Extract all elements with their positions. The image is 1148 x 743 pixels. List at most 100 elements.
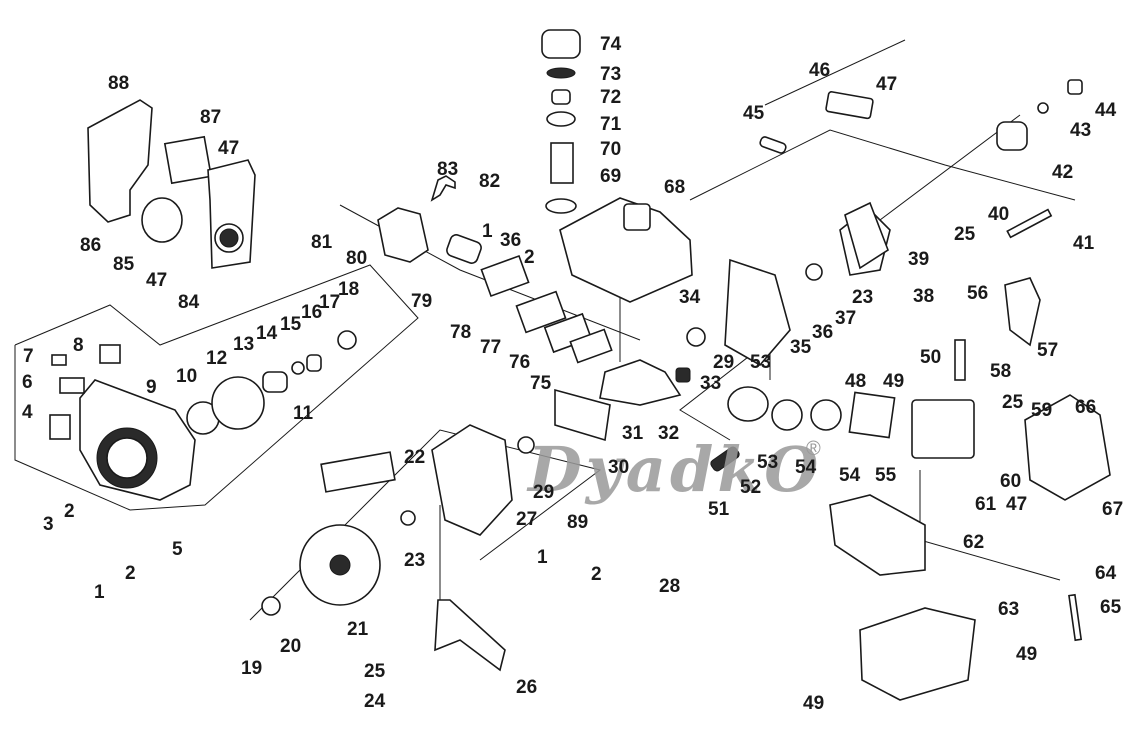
part-callout-78: 78 (450, 322, 472, 343)
part-callout-25: 25 (954, 224, 976, 245)
part-callout-4: 4 (22, 402, 33, 423)
part-callout-21: 21 (347, 619, 369, 640)
lever-assembly (759, 79, 1083, 270)
part-callout-42: 42 (1052, 162, 1074, 183)
part-callout-29: 29 (533, 482, 555, 503)
part-callout-88: 88 (108, 73, 130, 94)
part-callout-75: 75 (530, 373, 552, 394)
part-callout-12: 12 (206, 348, 228, 369)
part-callout-2: 2 (591, 564, 602, 585)
part-callout-22: 22 (404, 447, 426, 468)
part-callout-13: 13 (233, 334, 255, 355)
part-callout-40: 40 (988, 204, 1010, 225)
part-callout-79: 79 (411, 291, 433, 312)
part-callout-80: 80 (346, 248, 368, 269)
part-callout-82: 82 (479, 171, 501, 192)
part-callout-15: 15 (280, 314, 302, 335)
part-callout-53: 53 (750, 352, 772, 373)
part-callout-29: 29 (713, 352, 735, 373)
air-filter-assembly (87, 99, 256, 269)
part-callout-8: 8 (73, 335, 84, 356)
part-callout-5: 5 (172, 539, 183, 560)
part-callout-24: 24 (364, 691, 386, 712)
part-callout-47: 47 (146, 270, 168, 291)
part-callout-54: 54 (795, 457, 817, 478)
part-callout-63: 63 (998, 599, 1020, 620)
part-callout-56: 56 (967, 283, 989, 304)
part-callout-64: 64 (1095, 563, 1117, 584)
part-callout-68: 68 (664, 177, 686, 198)
part-callout-19: 19 (241, 658, 263, 679)
part-callout-31: 31 (622, 423, 644, 444)
part-callout-69: 69 (600, 166, 622, 187)
part-callout-11: 11 (293, 403, 314, 424)
cylinder-assembly (710, 277, 1111, 501)
part-callout-71: 71 (600, 114, 622, 135)
part-callout-59: 59 (1031, 400, 1053, 421)
part-callout-39: 39 (908, 249, 930, 270)
part-callout-70: 70 (600, 139, 622, 160)
part-callout-17: 17 (319, 292, 341, 313)
part-callout-18: 18 (338, 279, 360, 300)
part-callout-74: 74 (600, 34, 622, 55)
part-callout-48: 48 (845, 371, 867, 392)
part-callout-66: 66 (1075, 397, 1097, 418)
part-callout-58: 58 (990, 361, 1012, 382)
part-callout-9: 9 (146, 377, 157, 398)
part-callout-25: 25 (1002, 392, 1024, 413)
part-callout-23: 23 (852, 287, 874, 308)
part-callout-53: 53 (757, 452, 779, 473)
part-callout-77: 77 (480, 337, 502, 358)
part-callout-76: 76 (509, 352, 531, 373)
part-callout-25: 25 (364, 661, 386, 682)
part-callout-10: 10 (176, 366, 198, 387)
recoil-starter-assembly (49, 330, 357, 501)
part-callout-36: 36 (812, 322, 834, 343)
part-callout-47: 47 (876, 74, 898, 95)
part-callout-30: 30 (608, 457, 630, 478)
part-callout-84: 84 (178, 292, 200, 313)
part-callout-50: 50 (920, 347, 942, 368)
part-callout-67: 67 (1102, 499, 1124, 520)
part-callout-62: 62 (963, 532, 985, 553)
part-callout-37: 37 (835, 308, 857, 329)
part-callout-36: 36 (500, 230, 522, 251)
part-callout-26: 26 (516, 677, 538, 698)
part-callout-1: 1 (482, 221, 493, 242)
crankcase-assembly (320, 206, 891, 536)
registered-mark: ® (806, 438, 821, 460)
watermark: DyadkO (528, 433, 823, 506)
part-callout-1: 1 (94, 582, 105, 603)
part-callout-87: 87 (200, 107, 222, 128)
part-callout-57: 57 (1037, 340, 1059, 361)
part-callout-83: 83 (437, 159, 459, 180)
part-callout-32: 32 (658, 423, 680, 444)
part-callout-47: 47 (1006, 494, 1028, 515)
part-callout-65: 65 (1100, 597, 1122, 618)
part-callout-49: 49 (803, 693, 825, 714)
part-callout-41: 41 (1073, 233, 1095, 254)
part-callout-81: 81 (311, 232, 333, 253)
part-callout-14: 14 (256, 323, 278, 344)
part-callout-72: 72 (600, 87, 622, 108)
muffler-assembly (829, 494, 1083, 701)
part-callout-45: 45 (743, 103, 765, 124)
part-callout-23: 23 (404, 550, 426, 571)
part-callout-44: 44 (1095, 100, 1117, 121)
part-callout-34: 34 (679, 287, 701, 308)
part-callout-1: 1 (537, 547, 548, 568)
part-callout-85: 85 (113, 254, 135, 275)
fuel-tank-assembly (541, 29, 693, 303)
part-callout-33: 33 (700, 373, 722, 394)
part-callout-47: 47 (218, 138, 240, 159)
part-callout-49: 49 (1016, 644, 1038, 665)
part-callout-55: 55 (875, 465, 897, 486)
part-callout-3: 3 (43, 514, 54, 535)
part-callout-86: 86 (80, 235, 102, 256)
part-callout-51: 51 (708, 499, 730, 520)
part-callout-6: 6 (22, 372, 33, 393)
part-callout-73: 73 (600, 64, 622, 85)
part-callout-46: 46 (809, 60, 831, 81)
